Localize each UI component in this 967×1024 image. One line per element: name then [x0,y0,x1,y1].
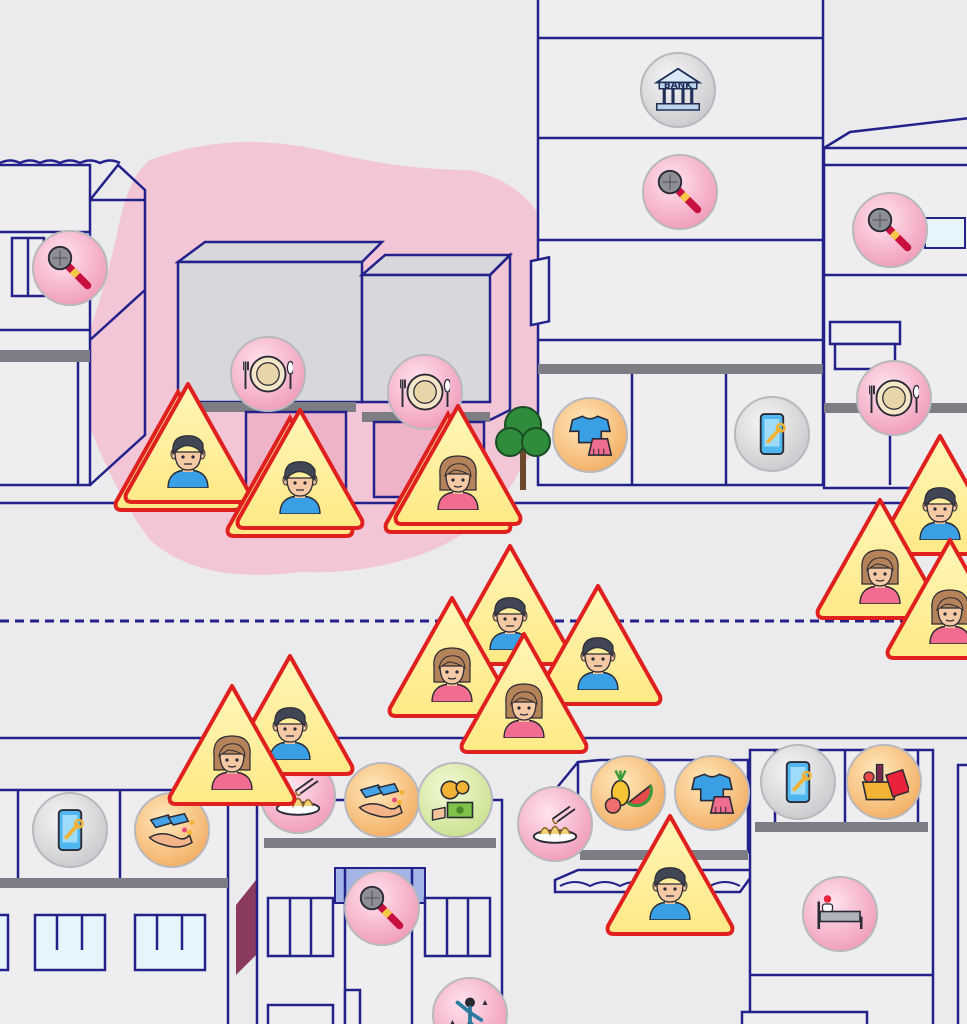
female-avatar-icon [437,455,479,510]
poi-restaurant-1[interactable] [230,336,306,412]
female-avatar-icon [431,647,473,702]
poi-noodles-2[interactable] [517,786,593,862]
phone-repair-icon [784,760,813,804]
person-marker-p3[interactable] [383,404,523,534]
female-avatar-icon [503,683,545,738]
person-marker-p13[interactable] [605,814,735,936]
person-marker-p10[interactable] [459,632,589,754]
phone-repair-icon [758,412,787,456]
poi-restaurant-2[interactable] [387,354,463,430]
poi-grocery-1[interactable] [846,744,922,820]
female-avatar-icon [211,735,253,790]
phone-repair-icon [56,808,85,852]
poi-clothing-2[interactable] [674,755,750,831]
female-avatar-icon [859,549,901,604]
poi-layer: BANK [32,52,932,1024]
person-marker-p6[interactable] [885,538,967,660]
poi-karaoke-1[interactable] [642,154,718,230]
poi-karaoke-3[interactable] [852,192,928,268]
poi-accessories-2[interactable] [344,762,420,838]
poi-clothing-1[interactable] [552,397,628,473]
building-shops-center [174,240,514,502]
poi-fruit-1[interactable] [590,755,666,831]
poi-phone-repair-1[interactable] [734,396,810,472]
poi-badge [417,762,493,838]
poi-karaoke-2[interactable] [32,230,108,306]
person-marker-p2[interactable] [225,408,365,538]
people-layer [113,382,967,936]
poi-restaurant-3[interactable] [856,360,932,436]
bank-label: BANK [664,81,693,91]
poi-money-exchange-1[interactable] [417,762,493,838]
poi-phone-repair-3[interactable] [760,744,836,820]
poi-badge [344,762,420,838]
female-avatar-icon [929,589,967,644]
poi-karaoke-4[interactable] [344,870,420,946]
tree [495,406,551,490]
poi-bank-1[interactable]: BANK [640,52,716,128]
poi-phone-repair-2[interactable] [32,792,108,868]
person-marker-p12[interactable] [167,684,297,806]
poi-hotel-1[interactable] [802,876,878,952]
poi-dance-1[interactable] [432,977,508,1024]
